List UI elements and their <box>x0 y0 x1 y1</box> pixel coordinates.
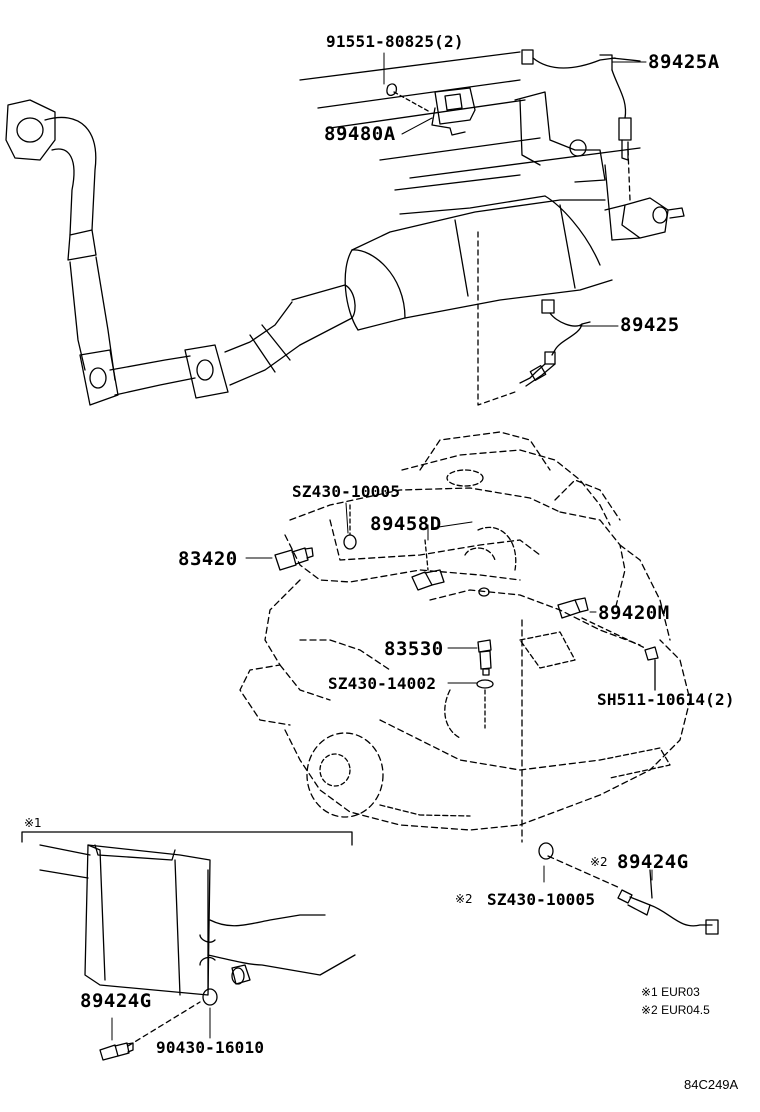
part-label-90430-16010: 90430-16010 <box>156 1038 265 1057</box>
part-label-83530: 83530 <box>384 638 444 660</box>
legend-line-eur03: ※1 EUR03 <box>641 985 700 999</box>
part-label-83420: 83420 <box>178 548 238 570</box>
engine-block-drawing <box>239 431 691 831</box>
exhaust-system-drawing <box>5 51 685 406</box>
eur03-detail-drawing <box>21 831 356 1061</box>
part-label-SZ430-14002: SZ430-14002 <box>328 674 437 693</box>
oxygen-sensor-89425-drawing <box>519 299 591 387</box>
oxygen-sensor-89425A-drawing <box>521 49 641 161</box>
part-label-SH511-10614: SH511-10614(2) <box>597 690 735 709</box>
part-label-89420M: 89420M <box>598 602 670 624</box>
part-label-89425A: 89425A <box>648 51 720 73</box>
note-mark-1: ※1 <box>24 816 42 830</box>
figure-id: 84C249A <box>684 1077 739 1092</box>
legend-line-eur045: ※2 EUR04.5 <box>641 1003 710 1017</box>
part-label-89480A: 89480A <box>324 123 396 145</box>
part-label-91551-80825: 91551-80825(2) <box>326 32 464 51</box>
part-label-89424G-left: 89424G <box>80 990 152 1012</box>
part-label-SZ430-10005-bottom: SZ430-10005 <box>487 890 596 909</box>
note-mark-2-sensor: ※2 <box>590 855 608 869</box>
part-label-89424G-right: 89424G <box>617 851 689 873</box>
engine-sensors-drawing <box>274 504 659 889</box>
note-mark-2-seal: ※2 <box>455 892 473 906</box>
part-label-SZ430-10005-top: SZ430-10005 <box>292 482 401 501</box>
oxygen-sensor-89424G-right-drawing <box>538 842 719 935</box>
sensor-bracket-89480A-drawing <box>386 83 476 136</box>
leader-lines <box>111 52 656 1041</box>
part-label-89425: 89425 <box>620 314 680 336</box>
part-label-89458D: 89458D <box>370 513 442 535</box>
